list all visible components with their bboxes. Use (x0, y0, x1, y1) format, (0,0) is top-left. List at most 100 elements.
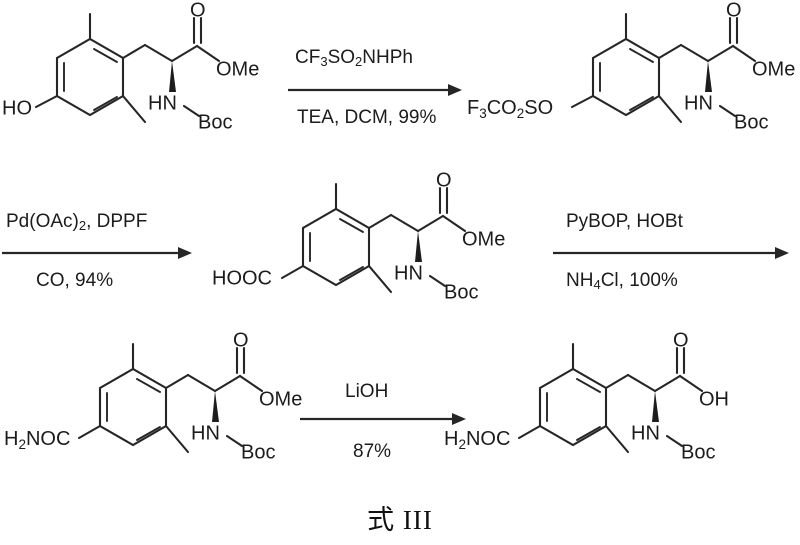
n-boc-bond-4 (225, 434, 244, 448)
structure-1: HO HN Boc O OMe (2, 0, 259, 133)
atom-label-h2noc-5: H2NOC (444, 428, 510, 451)
atom-label-o-3: O (436, 169, 452, 191)
conditions-below-2: CO, 94% (36, 270, 113, 291)
structure-5: H2NOC HN Boc O OH (444, 329, 729, 463)
atom-label-ho-1: HO (2, 97, 32, 119)
structure-4: H2NOC HN Boc O OMe (4, 329, 302, 463)
structure-3: HOOC HN Boc O OMe (212, 169, 505, 303)
atom-label-hn-1: HN (148, 92, 177, 114)
atom-label-ome-2: OMe (752, 58, 795, 80)
n-boc-bond-1 (182, 104, 201, 118)
otf-part-a: F (467, 97, 479, 119)
ch2-bond-5 (604, 373, 630, 390)
otf-part-b: CO (487, 97, 517, 119)
atom-label-otf-2: F3CO2SO (467, 97, 553, 120)
svg-text:NH4Cl, 100%: NH4Cl, 100% (566, 270, 678, 292)
reagents-above-4: LiOH (345, 381, 388, 402)
structure-2: F3CO2SO HN Boc O OMe (467, 0, 795, 133)
reaction-arrow-1: CF3SO2NHPh TEA, DCM, 99% (288, 47, 462, 128)
benzene-ring-5 (538, 367, 608, 447)
atom-label-hn-3: HN (394, 262, 423, 284)
methyl-bottom-4 (164, 424, 190, 454)
conditions-below-4: 87% (353, 441, 391, 462)
reaction-arrow-3: PyBOP, HOBt NH4Cl, 100% (553, 211, 789, 292)
cooh-bond-3 (280, 264, 305, 280)
cond-text-3a: NH (566, 270, 593, 291)
conditions-below-1: TEA, DCM, 99% (297, 107, 436, 128)
reagent-sub-1b: 2 (355, 54, 362, 69)
c-ome-bond-4 (238, 374, 264, 393)
ch2-bond-3 (367, 213, 393, 230)
alpha-bond-4 (186, 373, 217, 393)
stereo-wedge-5 (652, 391, 659, 422)
atom-label-h2noc-4: H2NOC (4, 428, 70, 451)
atom-label-ome-4: OMe (259, 388, 302, 410)
methyl-bottom-5 (604, 424, 630, 454)
amide-part-b-4: NOC (26, 428, 70, 450)
atom-label-boc-5: Boc (681, 441, 715, 463)
otf-sub-a: 3 (479, 106, 487, 121)
c-carbonyl-bond-2 (706, 44, 735, 63)
benzene-ring-2 (591, 37, 661, 117)
reagent-text-2b: , DPPF (86, 211, 147, 232)
c-ome-bond-1 (195, 44, 221, 63)
atom-label-o-1: O (190, 0, 206, 21)
atom-label-boc-3: Boc (444, 281, 478, 303)
atom-label-ome-1: OMe (216, 58, 259, 80)
reaction-arrow-2: Pd(OAc)2, DPPF CO, 94% (2, 211, 192, 291)
amide-bond-4 (77, 424, 102, 440)
atom-label-boc-2: Boc (734, 111, 768, 133)
atom-label-boc-1: Boc (198, 111, 232, 133)
figure-caption: 式 III (367, 505, 433, 535)
otf-bond-2 (570, 94, 595, 109)
stereo-wedge-2 (705, 61, 712, 92)
ch2-bond-2 (657, 43, 683, 60)
benzene-ring-3 (301, 207, 371, 287)
c-carbonyl-bond-4 (213, 374, 242, 393)
amide-part-a-5: H (444, 428, 458, 450)
reagent-text-2a: Pd(OAc) (6, 211, 79, 232)
c-ome-bond-3 (441, 214, 467, 233)
reaction-arrow-4: LiOH 87% (300, 381, 466, 462)
reagents-above-1: CF3SO2NHPh (295, 47, 413, 69)
n-boc-bond-2 (718, 104, 737, 118)
atom-label-ome-3: OMe (462, 228, 505, 250)
atom-label-hn-5: HN (631, 422, 660, 444)
conditions-below-3: NH4Cl, 100% (566, 270, 678, 292)
reagent-sub-1a: 3 (320, 54, 327, 69)
c-carbonyl-bond-3 (416, 214, 445, 233)
ch2-bond-4 (164, 373, 190, 390)
atom-label-boc-4: Boc (241, 441, 275, 463)
methyl-bottom-2 (657, 94, 683, 124)
atom-label-hooc-3: HOOC (212, 267, 272, 289)
amide-bond-5 (517, 424, 542, 440)
atom-label-o-5: O (673, 329, 689, 351)
reagents-above-3: PyBOP, HOBt (566, 211, 684, 232)
c-oh-bond-5 (678, 374, 704, 393)
ch2-bond-1 (121, 43, 147, 60)
reagent-text-1b: SO (328, 47, 355, 68)
reagent-text-1c: NHPh (362, 47, 413, 68)
otf-part-c: SO (524, 97, 553, 119)
stereo-wedge-4 (212, 391, 219, 422)
ho-bond-1 (34, 94, 59, 109)
svg-text:Pd(OAc)2, DPPF: Pd(OAc)2, DPPF (6, 211, 147, 233)
cond-text-3b: Cl, 100% (601, 270, 678, 291)
n-boc-bond-5 (665, 434, 684, 448)
atom-label-hn-4: HN (191, 422, 220, 444)
c-carbonyl-bond-1 (170, 44, 199, 63)
reagents-above-2: Pd(OAc)2, DPPF (6, 211, 147, 233)
alpha-bond-3 (389, 213, 420, 233)
reagent-sub-2a: 2 (79, 218, 86, 233)
svg-text:CF3SO2NHPh: CF3SO2NHPh (295, 47, 413, 69)
atom-label-hn-2: HN (684, 92, 713, 114)
atom-label-oh-5: OH (699, 388, 729, 410)
benzene-ring-1 (55, 37, 125, 117)
methyl-bottom-3 (367, 264, 393, 294)
c-carbonyl-bond-5 (653, 374, 682, 393)
amide-part-b-5: NOC (466, 428, 510, 450)
atom-label-o-4: O (233, 329, 249, 351)
alpha-bond-1 (143, 43, 174, 63)
cond-sub-3a: 4 (593, 277, 600, 292)
